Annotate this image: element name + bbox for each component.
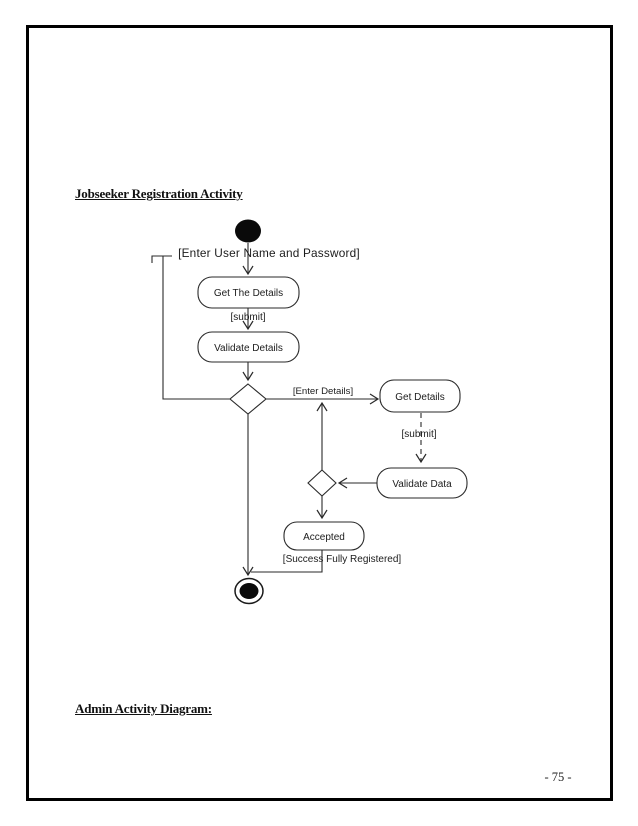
activity-get-the-details-label: Get The Details <box>214 288 283 299</box>
activity-get-details <box>379 379 461 413</box>
page-number: - 75 - <box>544 770 572 784</box>
edge-label-enter-user-name-and-password: [Enter User Name and Password] <box>178 246 360 260</box>
page-border-frame <box>26 25 613 801</box>
final-state-node <box>234 577 264 605</box>
edge-label-enter-details: [Enter Details] <box>293 386 353 397</box>
edge-decision-1-loop-back <box>162 255 230 400</box>
activity-get-details-label: Get Details <box>395 392 444 403</box>
activity-validate-data-label: Validate Data <box>392 479 452 490</box>
edge-label-submit-1: [submit] <box>230 312 265 323</box>
edge-loop-back-end-tick <box>151 255 163 263</box>
edge-label-success-fully-registered: [Success Fully Registered] <box>283 554 402 565</box>
decision-diamond-2 <box>307 469 337 497</box>
edge-accepted-to-final <box>251 550 323 573</box>
heading-admin-activity-diagram: Admin Activity Diagram: <box>75 701 212 716</box>
edge-label-submit-2: [submit] <box>401 429 436 440</box>
initial-state-node <box>235 219 261 243</box>
activity-validate-details-label: Validate Details <box>214 343 283 354</box>
decision-diamond-1 <box>229 383 267 415</box>
activity-accepted <box>283 521 365 551</box>
activity-accepted-label: Accepted <box>303 532 345 543</box>
heading-jobseeker-registration-activity: Jobseeker Registration Activity <box>75 186 243 201</box>
